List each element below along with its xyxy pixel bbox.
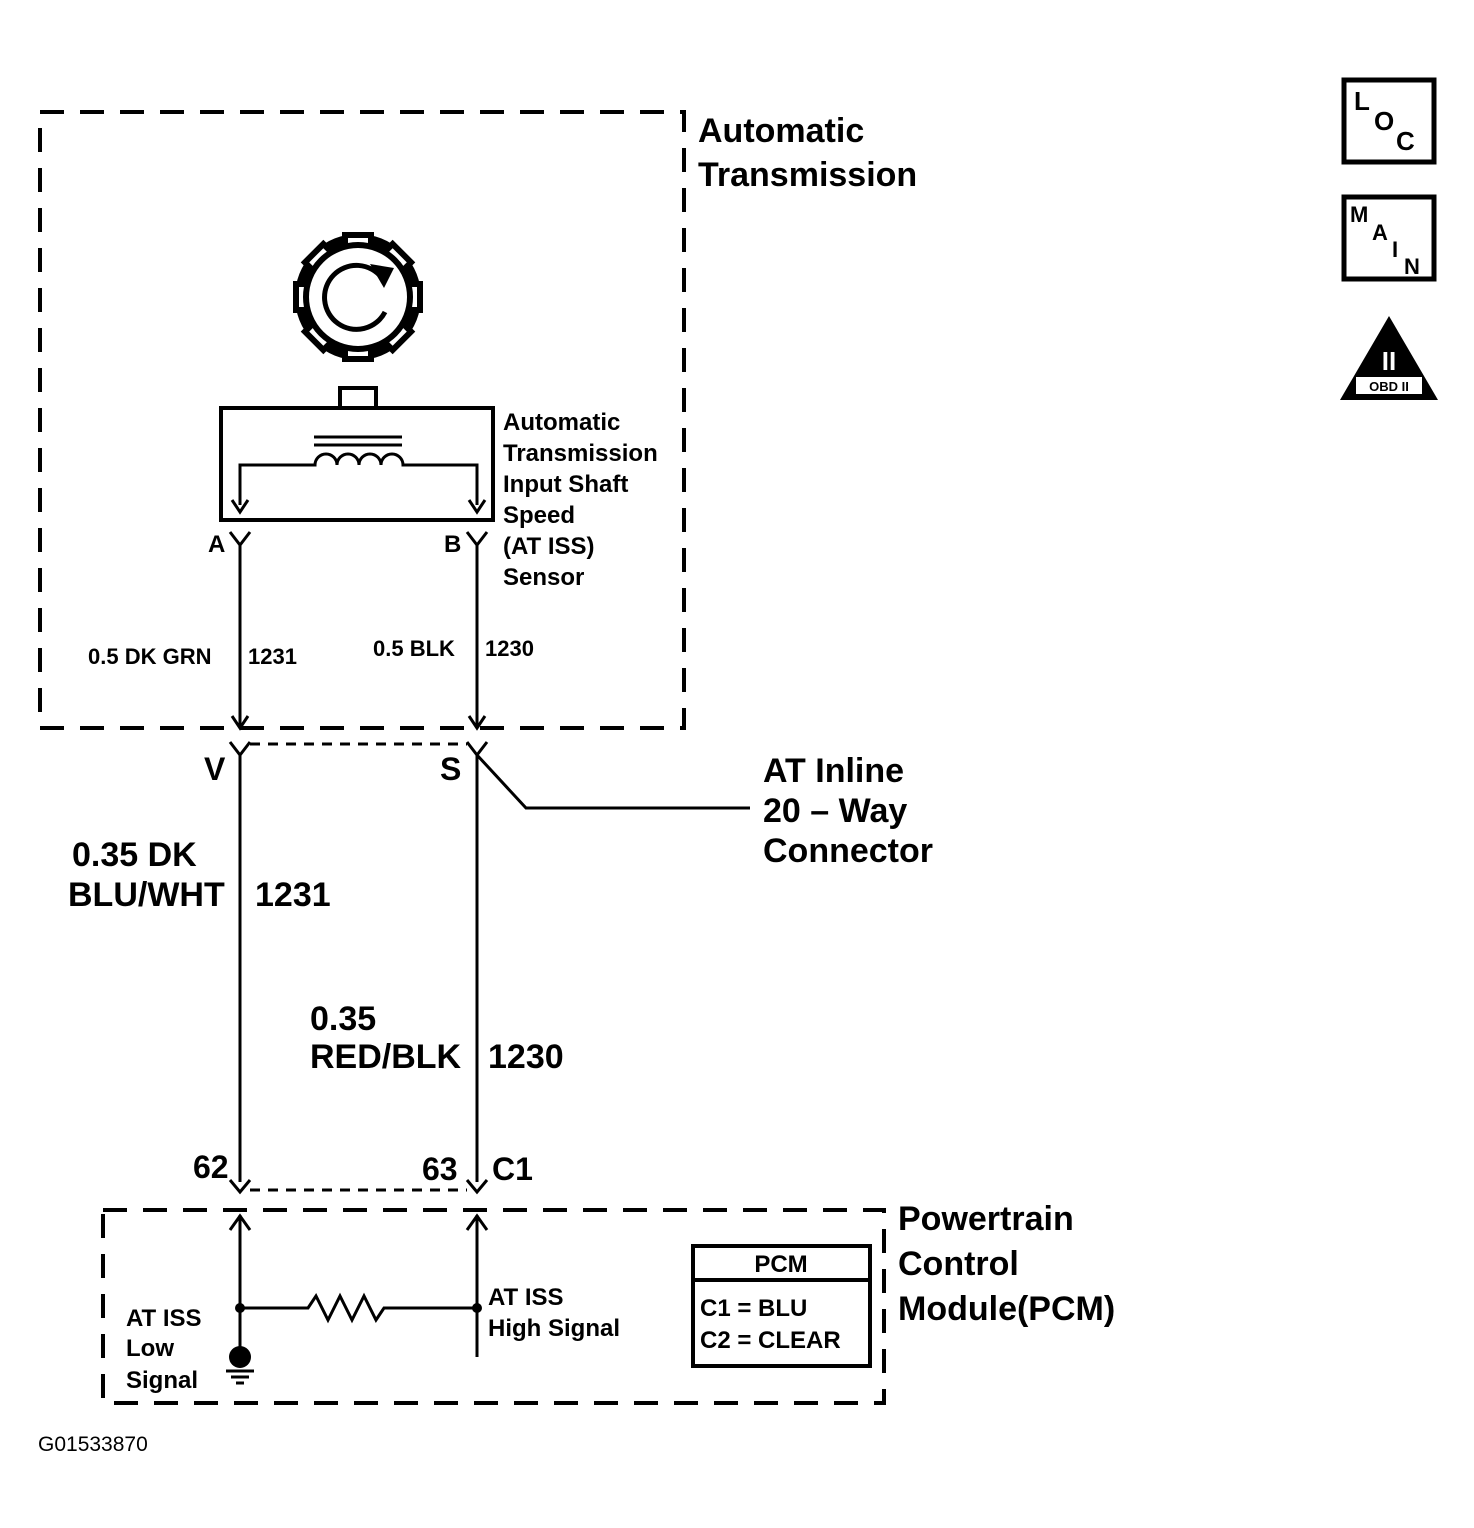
connector-v-terminal [228, 741, 252, 758]
pcm-pin-62: 62 [193, 1149, 229, 1185]
connector-leader-line [475, 753, 750, 810]
pcm-internal-circuit [228, 1213, 489, 1357]
loc-icon-l: L [1354, 86, 1370, 116]
sensor-label-line2: Transmission [503, 440, 658, 467]
pcm-high-signal-line2: High Signal [488, 1315, 620, 1342]
pcm-pin-63-terminal [465, 1179, 489, 1195]
pcm-title-line1: Powertrain [898, 1200, 1074, 1238]
main-icon-i: I [1392, 237, 1398, 262]
wire-lower-right-line2: RED/BLK [310, 1038, 462, 1076]
wire-lower-left-line1: 0.35 DK [72, 836, 197, 874]
connector-label-line1: AT Inline [763, 752, 904, 790]
pcm-legend-c1: C1 = BLU [700, 1295, 807, 1322]
sensor-label-line4: Speed [503, 502, 575, 529]
sensor-label-line3: Input Shaft [503, 471, 628, 498]
figure-id: G01533870 [38, 1433, 148, 1456]
sensor-label-line5: (AT ISS) [503, 533, 595, 560]
pin-a-terminal [228, 531, 252, 548]
connector-pin-v: V [204, 751, 226, 787]
sensor-label-line6: Sensor [503, 564, 584, 591]
tone-wheel-icon [293, 232, 423, 362]
wire-upper-left-label: 0.5 DK GRN [88, 644, 211, 669]
iss-sensor-icon [219, 386, 495, 522]
transmission-title-line2: Transmission [698, 156, 917, 194]
wire-lower-left-line2: BLU/WHT [68, 876, 225, 914]
obd-ii-icon: II OBD II [1340, 316, 1438, 400]
pcm-enclosure [101, 1208, 886, 1405]
connector-s-terminal [465, 741, 489, 758]
pcm-title-line3: Module(PCM) [898, 1290, 1115, 1328]
pin-b-terminal [465, 531, 489, 548]
pcm-legend-title: PCM [754, 1251, 807, 1278]
transmission-enclosure [38, 110, 686, 730]
connector-label-line3: Connector [763, 832, 933, 870]
wire-lower-right-circuit: 1230 [488, 1038, 564, 1076]
connector-label-line2: 20 – Way [763, 792, 907, 830]
pcm-pin-62-terminal [228, 1179, 252, 1195]
obd-ii-text: OBD II [1369, 379, 1409, 394]
loc-icon-o: O [1374, 106, 1394, 136]
loc-icon-c: C [1396, 126, 1415, 156]
pcm-high-signal-line1: AT ISS [488, 1284, 564, 1311]
transmission-title-line1: Automatic [698, 112, 864, 150]
sensor-pin-b: B [444, 531, 461, 558]
wire-upper-right-label: 0.5 BLK [373, 636, 455, 661]
sensor-label-line1: Automatic [503, 409, 620, 436]
obd-ii-roman: II [1382, 346, 1396, 376]
wire-lower-right-line1: 0.35 [310, 1000, 376, 1038]
pcm-pin-63: 63 [422, 1151, 458, 1187]
main-icon-m: M [1350, 202, 1368, 227]
main-icon-n: N [1404, 254, 1420, 279]
wire-upper-left-circuit: 1231 [248, 644, 297, 669]
pcm-connector-c1: C1 [492, 1151, 533, 1187]
wire-lower-left-circuit: 1231 [255, 876, 331, 914]
pcm-legend-box [691, 1244, 872, 1368]
wire-upper-right-circuit: 1230 [485, 636, 534, 661]
loc-icon: L O C [1341, 77, 1437, 165]
ground-icon [226, 1346, 254, 1385]
main-icon-a: A [1372, 220, 1388, 245]
pcm-low-signal-line3: Signal [126, 1367, 198, 1394]
sensor-pin-a: A [208, 531, 225, 558]
pcm-low-signal-line1: AT ISS [126, 1305, 202, 1332]
pcm-legend-c2: C2 = CLEAR [700, 1327, 841, 1354]
main-icon: M A I N [1341, 194, 1437, 282]
pcm-low-signal-line2: Low [126, 1335, 174, 1362]
pcm-title-line2: Control [898, 1245, 1019, 1283]
connector-pin-s: S [440, 751, 461, 787]
